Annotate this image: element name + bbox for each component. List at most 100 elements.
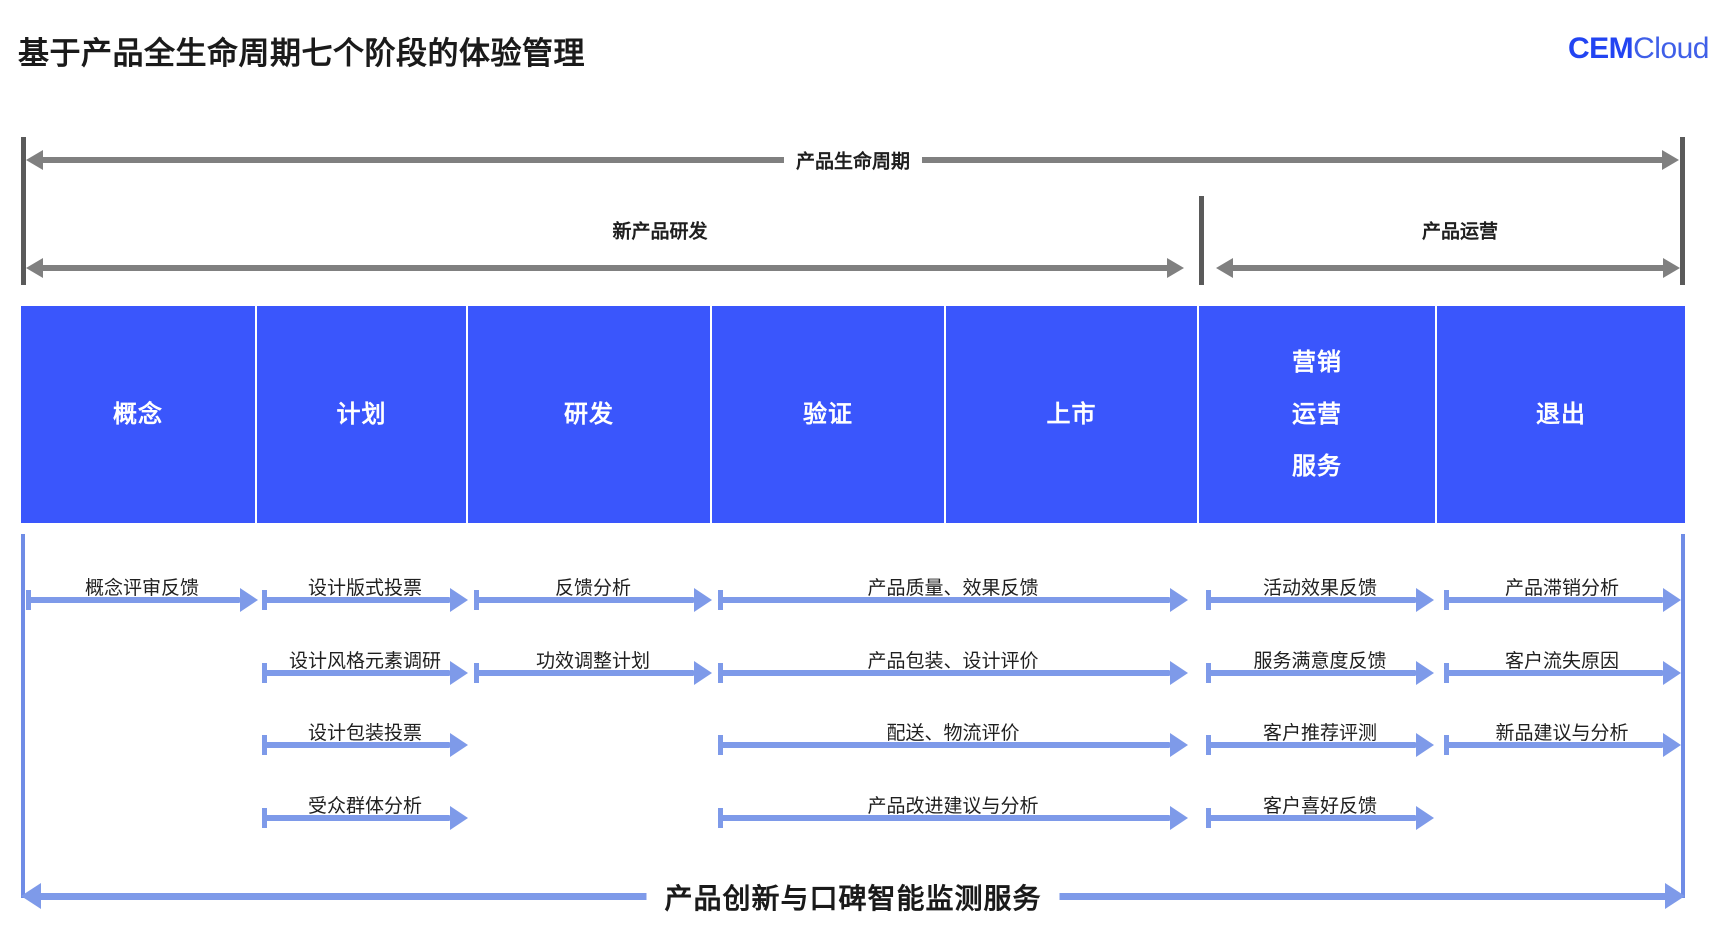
touchpoint-label-2-0: 设计包装投票 xyxy=(307,723,423,744)
touchpoint-arrow-0-1[interactable]: 设计版式投票 xyxy=(262,578,468,615)
touchpoint-arrow-2-3[interactable]: 新品建议与分析 xyxy=(1444,723,1681,760)
arrow-head-icon xyxy=(1663,733,1681,757)
touchpoint-label-3-1: 产品改进建议与分析 xyxy=(867,796,1039,817)
logo-cem-text: CEM xyxy=(1567,32,1634,65)
arrow-stem xyxy=(262,742,450,748)
touchpoint-label-0-3: 产品质量、效果反馈 xyxy=(867,578,1039,599)
lifecycle-arrowhead-right xyxy=(1662,150,1679,170)
touchpoint-arrow-1-3[interactable]: 服务满意度反馈 xyxy=(1206,651,1434,688)
touchpoint-label-2-3: 新品建议与分析 xyxy=(1495,723,1629,744)
arrow-stem xyxy=(718,815,1170,821)
arrow-head-icon xyxy=(1416,733,1434,757)
touchpoint-label-1-4: 客户流失原因 xyxy=(1504,651,1620,672)
arrow-head-icon xyxy=(1170,661,1188,685)
touchpoint-label-2-1: 配送、物流评价 xyxy=(886,723,1020,744)
phase2-arrowhead-right xyxy=(1663,258,1680,278)
touchpoint-arrow-0-2[interactable]: 反馈分析 xyxy=(474,578,712,615)
arrow-head-icon xyxy=(694,661,712,685)
service-arrowhead-right xyxy=(1665,883,1685,909)
touchpoint-arrow-1-1[interactable]: 功效调整计划 xyxy=(474,651,712,688)
touchpoint-arrow-1-0[interactable]: 设计风格元素调研 xyxy=(262,651,468,688)
phase1-arrow-stem xyxy=(43,265,1167,271)
touchpoint-label-3-0: 受众群体分析 xyxy=(307,796,423,817)
touchpoint-label-0-5: 产品滞销分析 xyxy=(1504,578,1620,599)
touchpoint-label-1-0: 设计风格元素调研 xyxy=(288,651,442,672)
touchpoint-rail-right xyxy=(1681,534,1685,898)
touchpoint-label-1-3: 服务满意度反馈 xyxy=(1253,651,1387,672)
stage-cell-marketing-ops-service[interactable]: 营销 运营 服务 xyxy=(1199,306,1437,523)
arrow-stem xyxy=(718,742,1170,748)
phase1-arrowhead-left xyxy=(26,258,43,278)
touchpoint-arrow-3-2[interactable]: 客户喜好反馈 xyxy=(1206,796,1434,833)
phase-label-0: 新产品研发 xyxy=(600,216,720,244)
touchpoint-arrow-0-0[interactable]: 概念评审反馈 xyxy=(26,578,258,615)
stage-cell-validation[interactable]: 验证 xyxy=(712,306,946,523)
touchpoint-label-0-0: 概念评审反馈 xyxy=(84,578,200,599)
lifecycle-arrowhead-left xyxy=(26,150,43,170)
touchpoint-arrow-3-1[interactable]: 产品改进建议与分析 xyxy=(718,796,1188,833)
arrow-head-icon xyxy=(450,733,468,757)
touchpoint-arrow-3-0[interactable]: 受众群体分析 xyxy=(262,796,468,833)
arrow-stem xyxy=(26,597,240,603)
logo-cloud-text: Cloud xyxy=(1633,32,1709,65)
arrow-head-icon xyxy=(450,588,468,612)
arrow-stem xyxy=(1206,670,1416,676)
arrow-stem xyxy=(262,597,450,603)
service-bar-label: 产品创新与口碑智能监测服务 xyxy=(646,877,1060,917)
touchpoint-label-0-4: 活动效果反馈 xyxy=(1262,578,1378,599)
touchpoint-arrow-2-0[interactable]: 设计包装投票 xyxy=(262,723,468,760)
stage-cell-concept[interactable]: 概念 xyxy=(21,306,257,523)
arrow-head-icon xyxy=(694,588,712,612)
arrow-stem xyxy=(262,815,450,821)
lifecycle-rail-right xyxy=(1680,137,1685,285)
page-title: 基于产品全生命周期七个阶段的体验管理 xyxy=(18,36,585,71)
touchpoint-label-1-1: 功效调整计划 xyxy=(535,651,651,672)
touchpoint-arrow-0-3[interactable]: 产品质量、效果反馈 xyxy=(718,578,1188,615)
stage-label-3-0: 验证 xyxy=(803,400,853,428)
stage-label-5-0: 营销 xyxy=(1292,348,1342,376)
arrow-head-icon xyxy=(1416,806,1434,830)
stage-bar: 概念 计划 研发 验证 上市 营销 运营 服务 退出 xyxy=(21,306,1685,523)
arrow-stem xyxy=(1444,742,1663,748)
stage-label-0-0: 概念 xyxy=(113,400,163,428)
phase1-arrowhead-right xyxy=(1167,258,1184,278)
arrow-stem xyxy=(1444,597,1663,603)
touchpoint-arrow-1-4[interactable]: 客户流失原因 xyxy=(1444,651,1681,688)
cemcloud-logo: CEMCloud xyxy=(1567,32,1710,66)
touchpoint-arrow-0-5[interactable]: 产品滞销分析 xyxy=(1444,578,1681,615)
stage-cell-plan[interactable]: 计划 xyxy=(257,306,468,523)
arrow-stem xyxy=(474,597,694,603)
lifecycle-label: 产品生命周期 xyxy=(783,146,923,174)
service-bar: 产品创新与口碑智能监测服务 xyxy=(21,877,1685,917)
arrow-head-icon xyxy=(450,806,468,830)
phase-label-1: 产品运营 xyxy=(1409,216,1511,244)
arrow-head-icon xyxy=(1170,806,1188,830)
stage-label-2-0: 研发 xyxy=(564,400,614,428)
arrow-head-icon xyxy=(1170,733,1188,757)
touchpoint-rail-left xyxy=(21,534,25,898)
stage-cell-rd[interactable]: 研发 xyxy=(468,306,712,523)
lifecycle-rail-left xyxy=(21,137,26,285)
touchpoint-arrow-1-2[interactable]: 产品包装、设计评价 xyxy=(718,651,1188,688)
lifecycle-rail-middle xyxy=(1199,196,1204,285)
touchpoint-arrow-0-4[interactable]: 活动效果反馈 xyxy=(1206,578,1434,615)
stage-cell-exit[interactable]: 退出 xyxy=(1437,306,1685,523)
service-arrowhead-left xyxy=(21,883,41,909)
touchpoint-arrow-2-2[interactable]: 客户推荐评测 xyxy=(1206,723,1434,760)
touchpoint-label-2-2: 客户推荐评测 xyxy=(1262,723,1378,744)
stage-label-5-1: 运营 xyxy=(1292,400,1342,428)
arrow-stem xyxy=(718,670,1170,676)
stage-cell-launch[interactable]: 上市 xyxy=(946,306,1199,523)
arrow-head-icon xyxy=(1663,588,1681,612)
arrow-head-icon xyxy=(450,661,468,685)
stage-label-6-0: 退出 xyxy=(1536,400,1586,428)
arrow-head-icon xyxy=(1663,661,1681,685)
touchpoint-label-1-2: 产品包装、设计评价 xyxy=(867,651,1039,672)
arrow-stem xyxy=(1206,597,1416,603)
arrow-stem xyxy=(1444,670,1663,676)
arrow-head-icon xyxy=(1416,588,1434,612)
arrow-stem xyxy=(718,597,1170,603)
stage-label-4-0: 上市 xyxy=(1046,400,1097,428)
touchpoint-arrow-2-1[interactable]: 配送、物流评价 xyxy=(718,723,1188,760)
